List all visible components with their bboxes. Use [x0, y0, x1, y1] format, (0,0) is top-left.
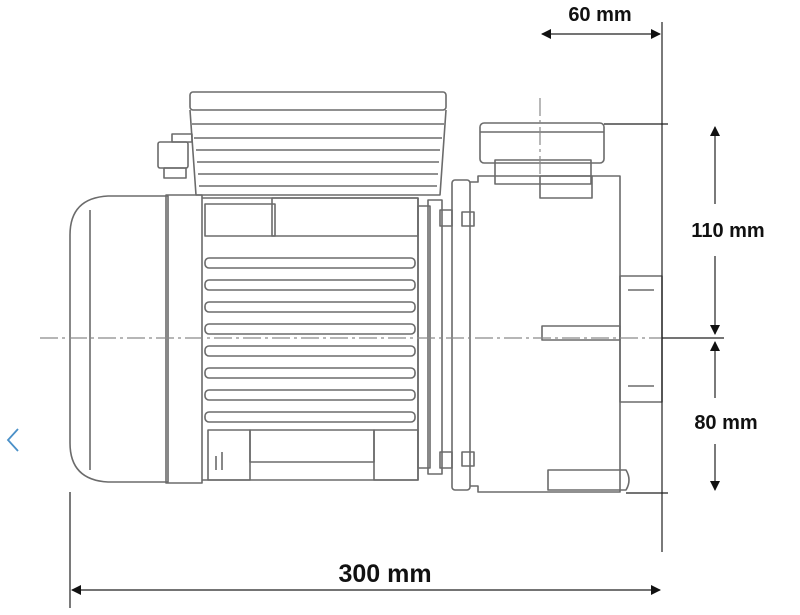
cooling-fins [204, 257, 416, 423]
pump-outline [69, 91, 663, 493]
dim-label-60: 60 mm [568, 4, 631, 26]
centerlines [40, 98, 662, 339]
motor-end-cap [69, 195, 169, 483]
cable-gland [157, 133, 193, 179]
suction-port [619, 275, 663, 403]
pump-volute [470, 122, 630, 493]
prev-image-button[interactable] [0, 418, 26, 462]
pump-flange [417, 179, 475, 491]
dim-label-80: 80 mm [694, 412, 757, 434]
dimension-lines [69, 22, 724, 608]
dim-label-300: 300 mm [338, 560, 431, 588]
motor-housing [202, 197, 419, 481]
chevron-left-icon [6, 428, 19, 452]
dim-label-110: 110 mm [691, 220, 764, 242]
terminal-box [189, 91, 447, 196]
motor-flange [165, 194, 203, 484]
